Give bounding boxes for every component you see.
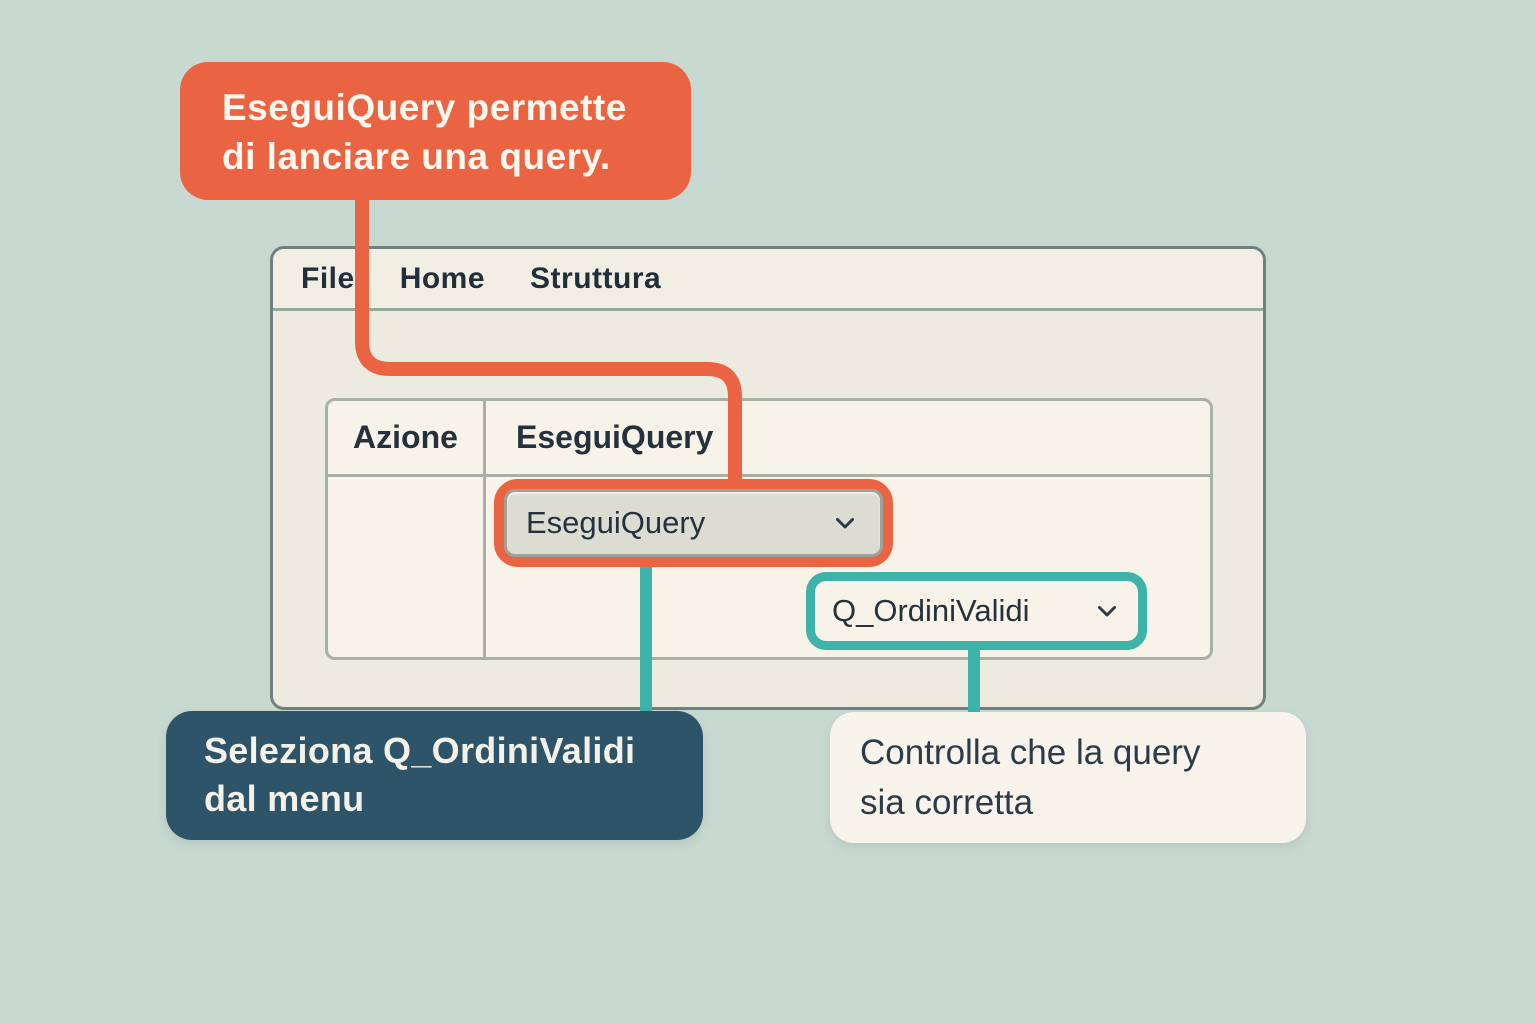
callout-text-line: Seleziona Q_OrdiniValidi (204, 730, 636, 771)
macro-table-header-row: Azione EseguiQuery (328, 401, 1210, 477)
macro-table-body-row (328, 477, 1210, 657)
body-cell-azione-empty (328, 477, 486, 657)
menu-bar: File Home Struttura (273, 249, 1263, 311)
callout-text-line: di lanciare una query. (222, 136, 611, 177)
header-cell-azione: Azione (328, 401, 486, 474)
callout-seleziona-query: Seleziona Q_OrdiniValidi dal menu (166, 711, 703, 840)
header-cell-eseguiquery: EseguiQuery (486, 401, 733, 474)
menu-item-file[interactable]: File (301, 261, 355, 295)
action-dropdown-highlight: EseguiQuery (494, 479, 893, 567)
callout-controlla-query: Controlla che la query sia corretta (830, 712, 1306, 843)
callout-text-line: dal menu (204, 778, 365, 819)
query-dropdown-value: Q_OrdiniValidi (832, 593, 1030, 628)
callout-text-line: Controlla che la query (860, 733, 1201, 772)
menu-item-struttura[interactable]: Struttura (530, 261, 662, 295)
chevron-down-icon (1098, 606, 1116, 617)
action-dropdown[interactable]: EseguiQuery (504, 489, 883, 557)
callout-text-line: sia corretta (860, 783, 1034, 822)
menu-item-home[interactable]: Home (399, 261, 486, 295)
callout-esegui-query: EseguiQuery permette di lanciare una que… (180, 62, 691, 200)
query-dropdown[interactable]: Q_OrdiniValidi (806, 572, 1147, 650)
action-dropdown-value: EseguiQuery (526, 505, 706, 540)
header-cell-empty (733, 401, 1210, 474)
chevron-down-icon (836, 518, 854, 529)
callout-text-line: EseguiQuery permette (222, 87, 627, 128)
